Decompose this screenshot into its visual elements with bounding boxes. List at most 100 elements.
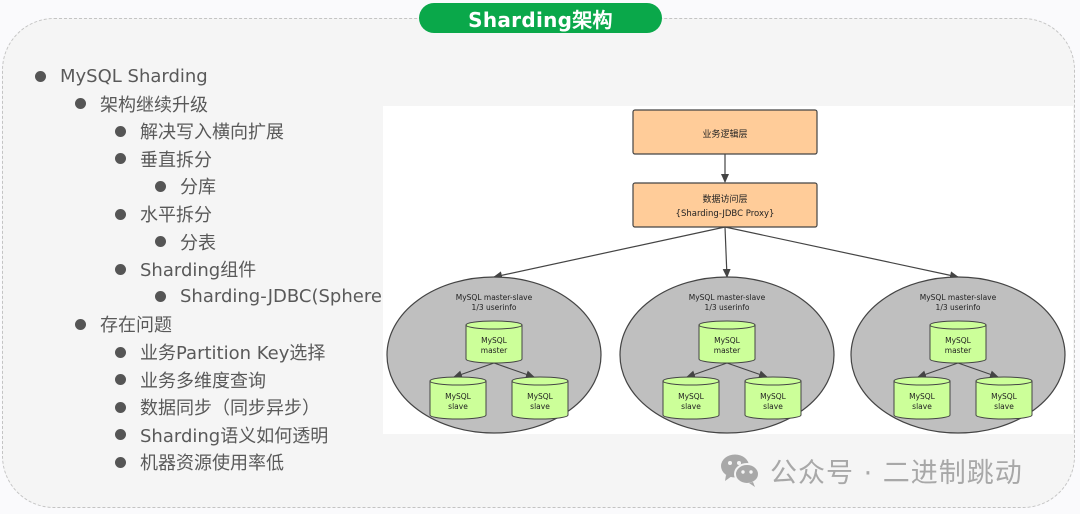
- slave-db-top: [893, 376, 951, 386]
- slave-db-label: MySQL: [678, 392, 705, 401]
- master-db-body: [929, 324, 987, 364]
- outline-item: 分库: [155, 173, 216, 199]
- outline-item: 水平拆分: [115, 201, 212, 227]
- outline-item: MySQL Sharding: [35, 63, 208, 89]
- slave-db-label: MySQL: [909, 392, 936, 401]
- outline-item-text: 业务Partition Key选择: [140, 343, 326, 364]
- outline-item: 业务Partition Key选择: [115, 339, 325, 365]
- outline-item-text: 业务多维度查询: [140, 370, 266, 392]
- outline-item-text: 存在问题: [100, 315, 172, 337]
- bullet-icon: [155, 291, 166, 303]
- outline-item-text: 数据同步（同步异步）: [140, 398, 320, 420]
- outline-item: 分表: [155, 229, 216, 255]
- slave-db-top: [429, 376, 487, 386]
- master-db-body: [698, 324, 756, 364]
- bullet-icon: [115, 456, 126, 468]
- arrow-master-to-slave: [453, 362, 495, 379]
- slave-db-body: [662, 380, 720, 420]
- slave-db-sublabel: slave: [994, 402, 1014, 411]
- slave-db-body: [511, 380, 569, 420]
- outline-item: Sharding语义如何透明: [115, 422, 328, 448]
- arrow-to-cluster: [722, 226, 731, 278]
- arrow-master-to-slave: [726, 362, 768, 379]
- bullet-icon: [115, 401, 126, 413]
- slave-db-top: [511, 376, 569, 386]
- master-db-top: [698, 320, 756, 330]
- bullet-icon: [75, 98, 86, 110]
- slave-db-label: MySQL: [991, 392, 1018, 401]
- master-db-label: MySQL: [481, 336, 508, 345]
- master-db-sublabel: master: [714, 346, 741, 355]
- bullet-icon: [35, 70, 46, 82]
- outline-item-text: Sharding-JDBC(Sphere): [180, 286, 389, 308]
- arrow-to-cluster: [724, 226, 959, 280]
- cluster-subtitle: 1/3 userinfo: [936, 303, 981, 312]
- slave-db-sublabel: slave: [912, 402, 932, 411]
- outline-item: 架构继续升级: [75, 91, 208, 117]
- slave-db-top: [662, 376, 720, 386]
- master-db-top: [465, 320, 523, 330]
- arrow-master-to-slave: [493, 362, 535, 379]
- outline-item-text: 解决写入横向扩展: [140, 122, 284, 144]
- slave-db-sublabel: slave: [681, 402, 701, 411]
- watermark: 公众号 · 二进制跳动: [720, 450, 1023, 490]
- watermark-text: 公众号 · 二进制跳动: [770, 457, 1023, 489]
- outline-item-text: Sharding语义如何透明: [140, 425, 329, 447]
- bullet-icon: [115, 374, 126, 386]
- outline-item-text: Sharding组件: [140, 260, 257, 282]
- outline-item: 存在问题: [75, 311, 172, 337]
- outline-item-text: 架构继续升级: [100, 94, 208, 116]
- outline-item-text: 垂直拆分: [140, 149, 212, 171]
- bullet-icon: [115, 429, 126, 441]
- outline-item: 垂直拆分: [115, 146, 212, 172]
- outline-item: 机器资源使用率低: [115, 449, 284, 475]
- bullet-icon: [75, 318, 86, 330]
- bullet-icon: [155, 180, 166, 192]
- cluster-title: MySQL master-slave: [920, 293, 997, 302]
- outline-item-text: 分库: [180, 177, 216, 199]
- data-access-layer-label: 数据访问层: [702, 193, 747, 205]
- outline-list: MySQL Sharding 架构继续升级解决写入横向扩展垂直拆分分库水平拆分分表…: [0, 0, 390, 514]
- slave-db-sublabel: slave: [763, 402, 783, 411]
- outline-item: Sharding-JDBC(Sphere): [155, 284, 389, 310]
- wechat-icon: [720, 453, 760, 487]
- bullet-icon: [115, 346, 126, 358]
- master-db-label: MySQL: [945, 336, 972, 345]
- master-db-body: [465, 324, 523, 364]
- bullet-icon: [115, 208, 126, 220]
- cluster-subtitle: 1/3 userinfo: [472, 303, 517, 312]
- arrow-master-to-slave: [917, 362, 959, 379]
- bullet-icon: [115, 153, 126, 165]
- arrow-to-cluster: [493, 226, 726, 280]
- outline-item: Sharding组件: [115, 256, 256, 282]
- outline-item-text: MySQL Sharding: [60, 65, 208, 87]
- business-layer-label: 业务逻辑层: [702, 128, 747, 140]
- slave-db-body: [429, 380, 487, 420]
- slave-db-label: MySQL: [445, 392, 472, 401]
- slave-db-label: MySQL: [760, 392, 787, 401]
- bullet-icon: [155, 236, 166, 248]
- slave-db-body: [893, 380, 951, 420]
- slide-title: Sharding架构: [419, 3, 662, 33]
- slave-db-body: [744, 380, 802, 420]
- architecture-diagram: 业务逻辑层数据访问层 {Sharding-JDBC Proxy} MySQL mas…: [383, 106, 1073, 434]
- bullet-icon: [115, 263, 126, 275]
- arrow-master-to-slave: [957, 362, 999, 379]
- master-db-sublabel: master: [945, 346, 972, 355]
- bullet-icon: [115, 125, 126, 137]
- cluster-title: MySQL master-slave: [689, 293, 766, 302]
- outline-item-text: 分表: [180, 232, 216, 254]
- outline-item: 数据同步（同步异步）: [115, 394, 320, 420]
- master-db-top: [929, 320, 987, 330]
- slave-db-label: MySQL: [527, 392, 554, 401]
- slave-db-top: [744, 376, 802, 386]
- slave-db-sublabel: slave: [448, 402, 468, 411]
- slave-db-top: [975, 376, 1033, 386]
- data-access-layer-box: [632, 182, 818, 228]
- cluster-title: MySQL master-slave: [456, 293, 533, 302]
- slave-db-sublabel: slave: [530, 402, 550, 411]
- outline-item-text: 机器资源使用率低: [140, 453, 284, 475]
- data-access-layer-sublabel: {Sharding-JDBC Proxy}: [676, 209, 775, 219]
- outline-item: 解决写入横向扩展: [115, 118, 284, 144]
